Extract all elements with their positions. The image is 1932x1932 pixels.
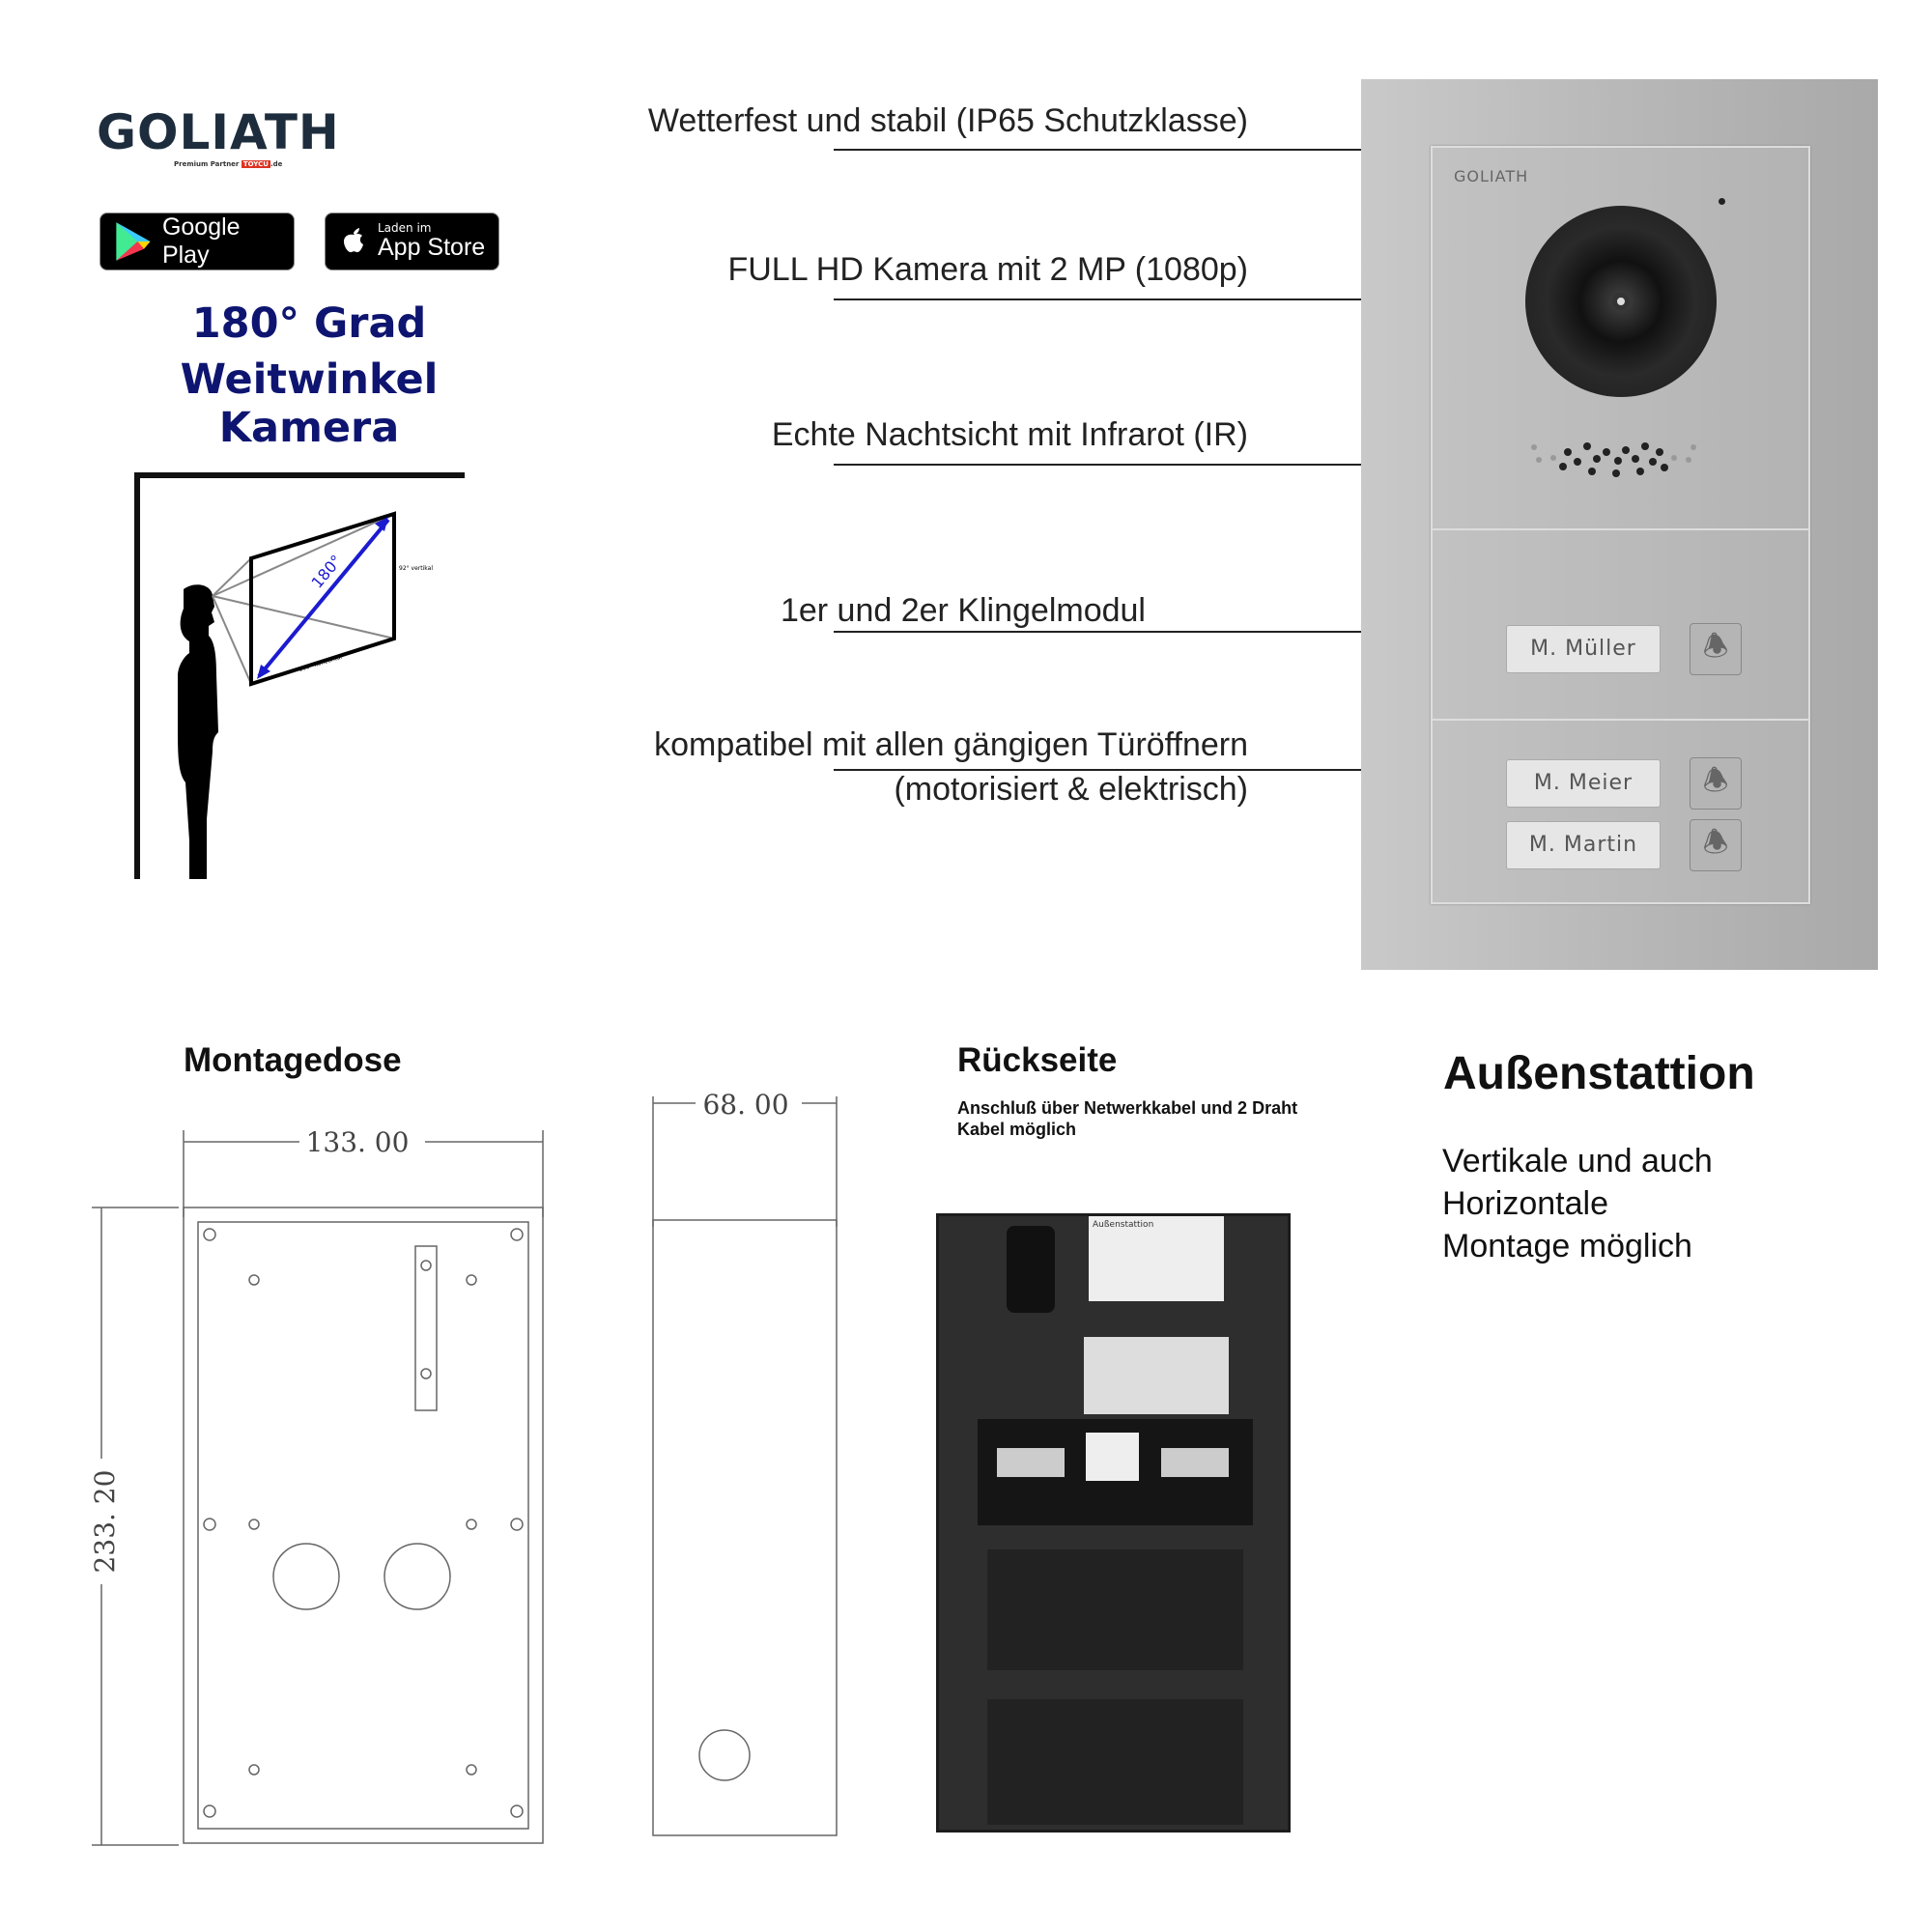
arrow-head-bottom bbox=[257, 665, 270, 679]
rueckseite-title: Rückseite bbox=[957, 1041, 1118, 1079]
app-store-label: App Store bbox=[378, 233, 486, 261]
name-plate: M. Martin bbox=[1506, 821, 1661, 869]
feature-pointer-line bbox=[834, 149, 1361, 151]
bell-module-back-2 bbox=[987, 1699, 1243, 1825]
bell-button[interactable]: 🕭 bbox=[1690, 623, 1742, 675]
device-logo: GOLIATH bbox=[1454, 167, 1529, 185]
aussenstation-body: Vertikale und auch Horizontale Montage m… bbox=[1442, 1140, 1713, 1267]
google-play-button[interactable]: Google Play bbox=[99, 213, 295, 270]
body-line: Montage möglich bbox=[1442, 1228, 1692, 1264]
bell-module-1: M. Müller 🕭 bbox=[1433, 528, 1808, 719]
feature-pointer-line bbox=[834, 298, 1361, 300]
apple-logo-icon bbox=[344, 228, 363, 253]
width-dimension: 133. 00 bbox=[306, 1126, 410, 1158]
app-store-small-label: Laden im bbox=[378, 220, 432, 235]
bell-module-back-1 bbox=[987, 1549, 1243, 1670]
name-plate: M. Meier bbox=[1506, 759, 1661, 808]
name-plate: M. Müller bbox=[1506, 625, 1661, 673]
feature-pointer-line bbox=[834, 464, 1361, 466]
terminal-label bbox=[1084, 1337, 1229, 1414]
tamper-switch bbox=[1007, 1226, 1055, 1313]
feature-pointer-line bbox=[834, 769, 1361, 771]
partner-text: Premium Partner TOYCU.de bbox=[174, 160, 283, 168]
feature-nightvision: Echte Nachtsicht mit Infrarot (IR) bbox=[771, 416, 1248, 453]
feature-bell-module: 1er und 2er Klingelmodul bbox=[780, 592, 1146, 629]
fov-diagram: 180° 92° vertikal 160° horizontal bbox=[134, 472, 465, 879]
fov-vertical-label: 92° vertikal bbox=[399, 565, 433, 572]
headline-line2: Weitwinkel Kamera bbox=[180, 355, 439, 452]
product-label: Außenstattion bbox=[1089, 1216, 1224, 1301]
speaker-grille bbox=[1531, 442, 1696, 477]
terminal-block bbox=[1161, 1448, 1229, 1477]
bell-button[interactable]: 🕭 bbox=[1690, 757, 1742, 810]
body-line: Horizontale bbox=[1442, 1185, 1608, 1222]
feature-weatherproof: Wetterfest und stabil (IP65 Schutzklasse… bbox=[647, 102, 1248, 139]
depth-dimension: 68. 00 bbox=[702, 1089, 788, 1121]
feature-door-opener: kompatibel mit allen gängigen Türöffnern bbox=[654, 726, 1248, 763]
bell-icon: 🕭 bbox=[1702, 763, 1729, 798]
view-cone-lines bbox=[212, 513, 395, 685]
bell-button[interactable]: 🕭 bbox=[1690, 819, 1742, 871]
feature-camera: FULL HD Kamera mit 2 MP (1080p) bbox=[727, 251, 1248, 288]
light-sensor bbox=[1719, 198, 1725, 205]
bell-icon: 🕭 bbox=[1702, 825, 1729, 860]
bell-module-2: M. Meier 🕭 M. Martin 🕭 bbox=[1433, 719, 1808, 904]
headline-line1: 180° Grad bbox=[191, 299, 427, 348]
fov-arrow bbox=[257, 518, 390, 678]
fov-horizontal-label: 160° horizontal bbox=[298, 654, 344, 673]
terminal-block bbox=[997, 1448, 1065, 1477]
person-silhouette bbox=[178, 584, 218, 879]
connector-area bbox=[978, 1419, 1253, 1525]
bell-icon: 🕭 bbox=[1702, 629, 1729, 664]
rueckseite-subtitle: Anschluß über Netwerkkabel und 2 Draht K… bbox=[957, 1098, 1298, 1139]
outdoor-station-image: GOLIATH M. Müller 🕭 M. Meier 🕭 M. Martin… bbox=[1361, 79, 1878, 970]
google-play-label: Google Play bbox=[161, 213, 241, 269]
wall-line bbox=[134, 472, 465, 879]
camera-lens bbox=[1525, 206, 1717, 397]
feature-door-opener-sub: (motorisiert & elektrisch) bbox=[894, 771, 1248, 808]
feature-pointer-line bbox=[834, 631, 1361, 633]
body-line: Vertikale und auch bbox=[1442, 1143, 1713, 1179]
rj45-port[interactable] bbox=[1086, 1433, 1139, 1481]
montagedose-title: Montagedose bbox=[184, 1041, 402, 1079]
mounting-box-drawing: 133. 00 233. 20 68. 00 bbox=[89, 1089, 838, 1846]
partner-domain: .de bbox=[270, 160, 283, 168]
front-plate: GOLIATH M. Müller 🕭 M. Meier 🕭 M. Martin… bbox=[1431, 146, 1810, 904]
apple-icon bbox=[339, 224, 368, 259]
fov-angle-label: 180° bbox=[308, 552, 346, 592]
view-frame bbox=[249, 511, 396, 687]
aussenstation-title: Außenstattion bbox=[1443, 1048, 1755, 1099]
back-side-photo: Außenstattion bbox=[936, 1213, 1291, 1833]
google-play-icon bbox=[116, 222, 151, 261]
height-dimension: 233. 20 bbox=[89, 1470, 121, 1574]
arrow-head-top bbox=[375, 517, 388, 531]
